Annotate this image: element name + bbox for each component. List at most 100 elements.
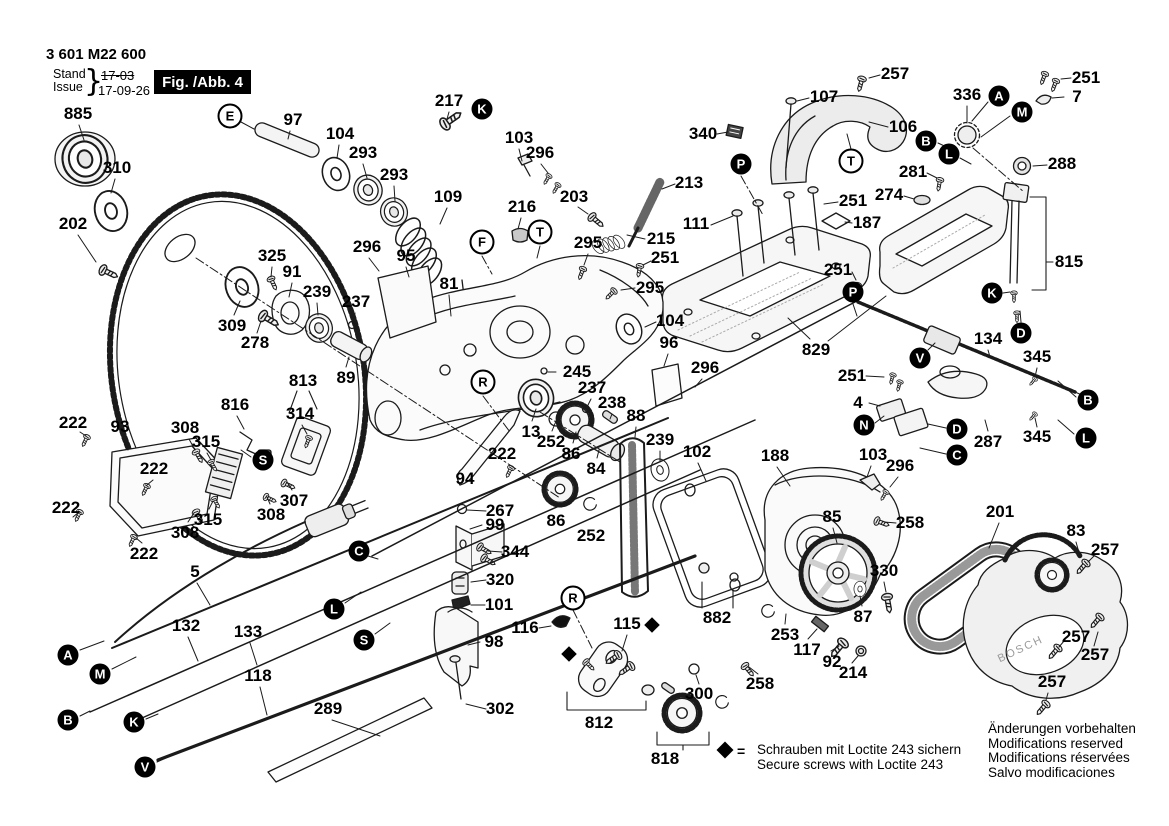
callout-e: E: [217, 103, 243, 129]
part-label-201: 201: [985, 502, 1015, 521]
callout-m: M: [89, 663, 111, 685]
part-label-340: 340: [688, 124, 718, 143]
part-label-222: 222: [51, 498, 81, 517]
part-label-91: 91: [282, 262, 302, 281]
part-label-308: 308: [170, 418, 200, 437]
part-label-258: 258: [745, 674, 775, 693]
nut-237: [347, 320, 357, 330]
part-label-117: 117: [793, 640, 821, 659]
callout-l: L: [1075, 427, 1097, 449]
pin-345b: [1027, 410, 1039, 423]
part-label-289: 289: [313, 699, 343, 718]
part-label-188: 188: [760, 446, 790, 465]
part-label-214: 214: [838, 663, 868, 682]
callout-b: B: [1077, 389, 1099, 411]
date-brace: }: [84, 64, 104, 99]
part-label-238: 238: [597, 393, 627, 412]
clip-300b: [715, 694, 729, 709]
callout-t: T: [527, 219, 553, 245]
callout-f: F: [469, 229, 495, 255]
screw-203: [585, 210, 607, 231]
part-label-88: 88: [626, 406, 646, 425]
callout-v: V: [909, 347, 931, 369]
part-label-325: 325: [257, 246, 287, 265]
connector-340: [725, 123, 744, 139]
base-829: [661, 225, 871, 353]
bracket-lines: [288, 196, 1054, 751]
part-label-81: 81: [439, 274, 459, 293]
callout-a: A: [57, 644, 79, 666]
part-label-104: 104: [325, 124, 355, 143]
part-label-216: 216: [507, 197, 537, 216]
part-label-217: 217: [434, 91, 464, 110]
part-label-5: 5: [190, 562, 200, 581]
part-label-87: 87: [853, 607, 873, 626]
callout-s: S: [353, 629, 375, 651]
part-label-239: 239: [302, 282, 332, 301]
issue-label: Issue: [53, 80, 83, 94]
gasket-102: [652, 468, 772, 608]
screw-222e: [502, 464, 516, 480]
pin-815a: [1010, 290, 1018, 303]
screw-217: [436, 106, 466, 133]
stand-label: Stand: [53, 67, 86, 81]
valve-320: [451, 571, 469, 595]
callout-k: K: [123, 711, 145, 733]
part-label-245: 245: [562, 362, 592, 381]
callout-l: L: [323, 598, 345, 620]
plate-96: [651, 363, 683, 407]
date-superseded: 17-03: [101, 68, 135, 83]
ring-274: [913, 194, 931, 206]
arbor-flange-885: [54, 128, 116, 190]
part-label-253: 253: [770, 625, 800, 644]
part-label-116: 116: [511, 618, 539, 637]
part-label-89: 89: [336, 368, 356, 387]
modifications-notice: Änderungen vorbehalten Modifications res…: [988, 721, 1136, 780]
part-label-815: 815: [1054, 252, 1084, 271]
part-label-111: 111: [682, 214, 710, 233]
cap-216: [511, 227, 529, 243]
part-label-187: 187: [852, 213, 882, 232]
part-label-237: 237: [577, 378, 607, 397]
callout-k: K: [471, 98, 493, 120]
part-label-251: 251: [837, 366, 867, 385]
part-label-104: 104: [655, 311, 685, 330]
callout-c: C: [946, 444, 968, 466]
part-label-288: 288: [1047, 154, 1077, 173]
part-label-816: 816: [220, 395, 250, 414]
pin-117: [810, 615, 830, 633]
callout-s: S: [252, 449, 274, 471]
power-plug: [304, 499, 369, 538]
screw-251f1: [886, 371, 898, 386]
notice-fr: Modifications réservées: [988, 750, 1130, 765]
part-label-293: 293: [379, 165, 409, 184]
pin-815b: [1013, 310, 1021, 323]
wheel-288: [1012, 156, 1032, 176]
part-label-96: 96: [659, 333, 679, 352]
clamp-287: [927, 365, 988, 399]
screw-257a: [853, 74, 868, 94]
knob-336: [953, 121, 981, 149]
part-label-257: 257: [1090, 540, 1120, 559]
rod-213: [627, 177, 665, 248]
part-label-257: 257: [880, 64, 910, 83]
part-label-83: 83: [1066, 521, 1086, 540]
screw-107: [785, 97, 797, 169]
part-label-308: 308: [256, 505, 286, 524]
part-label-4: 4: [853, 393, 863, 412]
part-label-222: 222: [129, 544, 159, 563]
part-label-281: 281: [898, 162, 928, 181]
part-label-307: 307: [279, 491, 309, 510]
washer-87: [853, 580, 867, 598]
loctite-note-en: Secure screws with Loctite 243: [757, 757, 944, 772]
part-label-118: 118: [244, 666, 272, 685]
clip-253: [761, 603, 775, 618]
part-label-296: 296: [690, 358, 720, 377]
screw-296a1: [540, 172, 554, 187]
part-label-252: 252: [536, 432, 566, 451]
screw-251e2: [1048, 76, 1061, 94]
part-label-103: 103: [504, 128, 534, 147]
part-label-237: 237: [341, 292, 371, 311]
